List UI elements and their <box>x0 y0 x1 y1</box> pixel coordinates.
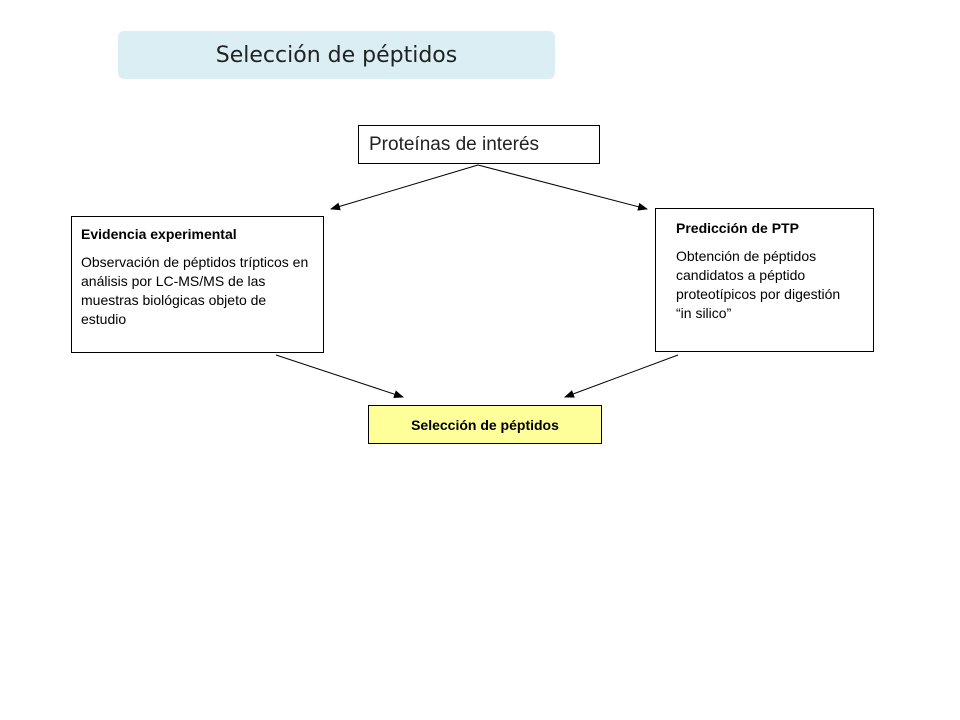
node-experimental-heading: Evidencia experimental <box>81 226 237 242</box>
node-peptide-selection-label: Selección de péptidos <box>411 416 559 433</box>
arrow-right-to-bottom <box>564 354 679 398</box>
arrow-top-to-left <box>330 164 479 211</box>
node-ptp-heading: Predicción de PTP <box>676 220 799 236</box>
node-peptide-selection: Selección de péptidos <box>368 405 602 444</box>
arrow-top-to-right <box>477 164 648 211</box>
arrow-left-to-bottom <box>275 354 404 398</box>
node-ptp-prediction: Predicción de PTP Obtención de péptidos … <box>655 208 874 352</box>
node-ptp-text: Obtención de péptidos candidatos a pépti… <box>676 248 841 321</box>
node-proteins-of-interest: Proteínas de interés <box>358 125 600 164</box>
slide-title: Selección de péptidos <box>118 31 555 79</box>
node-experimental-evidence: Evidencia experimental Observación de pé… <box>71 216 324 353</box>
node-experimental-text: Observación de péptidos trípticos en aná… <box>81 254 309 327</box>
node-proteins-label: Proteínas de interés <box>369 133 540 155</box>
